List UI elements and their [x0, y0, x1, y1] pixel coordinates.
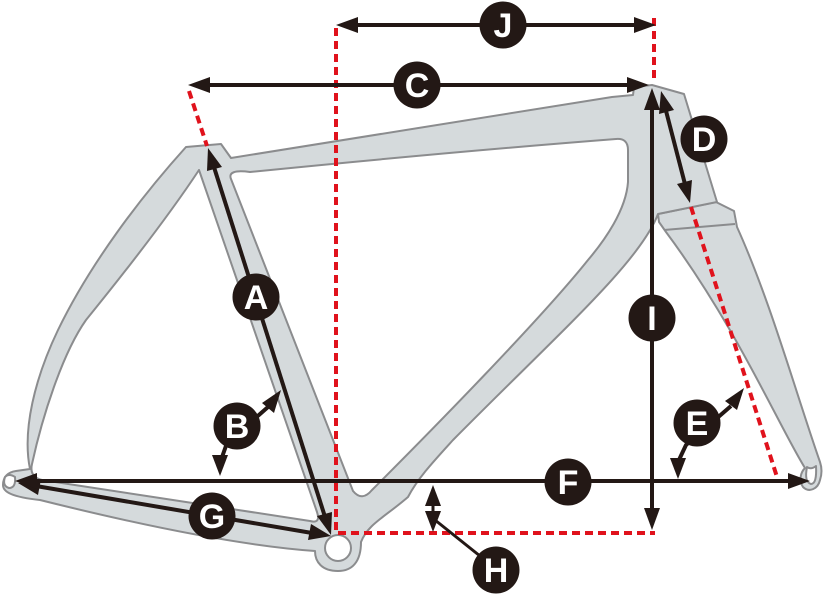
badge-f-label: F: [558, 464, 579, 502]
badge-h: H: [472, 546, 520, 594]
dim-c-arrowhead-left: [188, 77, 210, 93]
badge-j-label: J: [494, 7, 513, 45]
dim-i-arrowhead-bottom: [644, 508, 660, 530]
badge-a-circle: [232, 273, 280, 321]
badge-f-circle: [544, 458, 592, 506]
dim-a-arrowhead-top: [207, 148, 222, 171]
dim-d-arrowhead-bottom: [677, 180, 692, 203]
dim-h-arrowhead-up: [425, 485, 441, 506]
fork: [657, 201, 823, 491]
dim-b-arrowhead-bottom: [212, 455, 228, 476]
dim-h-leader: [434, 518, 481, 558]
badge-a: A: [232, 273, 280, 321]
badge-b-label: B: [225, 408, 250, 446]
fork-crown-seam: [663, 223, 736, 231]
dim-a-arrowhead-bottom: [317, 512, 332, 535]
dim-j-arrowhead-right: [634, 17, 656, 33]
bottom-bracket-hole: [324, 534, 352, 562]
dim-h-arrowhead-down: [425, 511, 441, 532]
badge-a-label: A: [244, 279, 269, 317]
badge-j-circle: [479, 1, 527, 49]
badge-d-circle: [680, 115, 728, 163]
badge-j: J: [479, 1, 527, 49]
dim-g-arrowhead-right: [308, 524, 331, 540]
front-dropout-slot: [805, 465, 818, 485]
dim-e-arrowhead-top: [725, 388, 744, 410]
badge-c-label: C: [405, 67, 430, 105]
badge-b-circle: [213, 402, 261, 450]
dim-j-arrowhead-left: [336, 17, 358, 33]
guide-lines: [187, 18, 779, 535]
badge-c: C: [393, 61, 441, 109]
badge-b: B: [213, 402, 261, 450]
dim-b-arrowhead-top: [262, 390, 281, 413]
dim-d-arrowhead-top: [659, 91, 674, 114]
dimension-badges: J C D A I B E F: [188, 1, 728, 594]
guide-seat-tube-axis: [187, 90, 209, 147]
dim-e-arrowhead-bottom: [670, 458, 686, 479]
dim-f-arrowhead-left: [15, 473, 37, 489]
rear-dropout-slot: [3, 474, 17, 489]
badge-c-circle: [393, 61, 441, 109]
frame-body: [2, 84, 718, 572]
badge-g-label: G: [199, 498, 225, 536]
dim-d-line: [663, 106, 688, 189]
badge-h-label: H: [484, 552, 509, 590]
badge-e-label: E: [686, 405, 709, 443]
badge-i-label: I: [647, 300, 656, 338]
badge-e: E: [673, 399, 721, 447]
dim-f-arrowhead-right: [788, 473, 810, 489]
badge-g-circle: [188, 492, 236, 540]
badge-e-circle: [673, 399, 721, 447]
badge-i-circle: [628, 294, 676, 342]
dim-g-line: [35, 484, 313, 535]
badge-h-circle: [472, 546, 520, 594]
badge-i: I: [628, 294, 676, 342]
dim-c-arrowhead-right: [627, 77, 649, 93]
badge-g: G: [188, 492, 236, 540]
guide-steering-axis: [689, 206, 779, 478]
bike-frame: [2, 84, 823, 572]
dim-a-line: [211, 163, 328, 521]
badge-f: F: [544, 458, 592, 506]
dim-i-arrowhead-top: [644, 88, 660, 110]
badge-d: D: [680, 115, 728, 163]
badge-d-label: D: [692, 121, 717, 159]
